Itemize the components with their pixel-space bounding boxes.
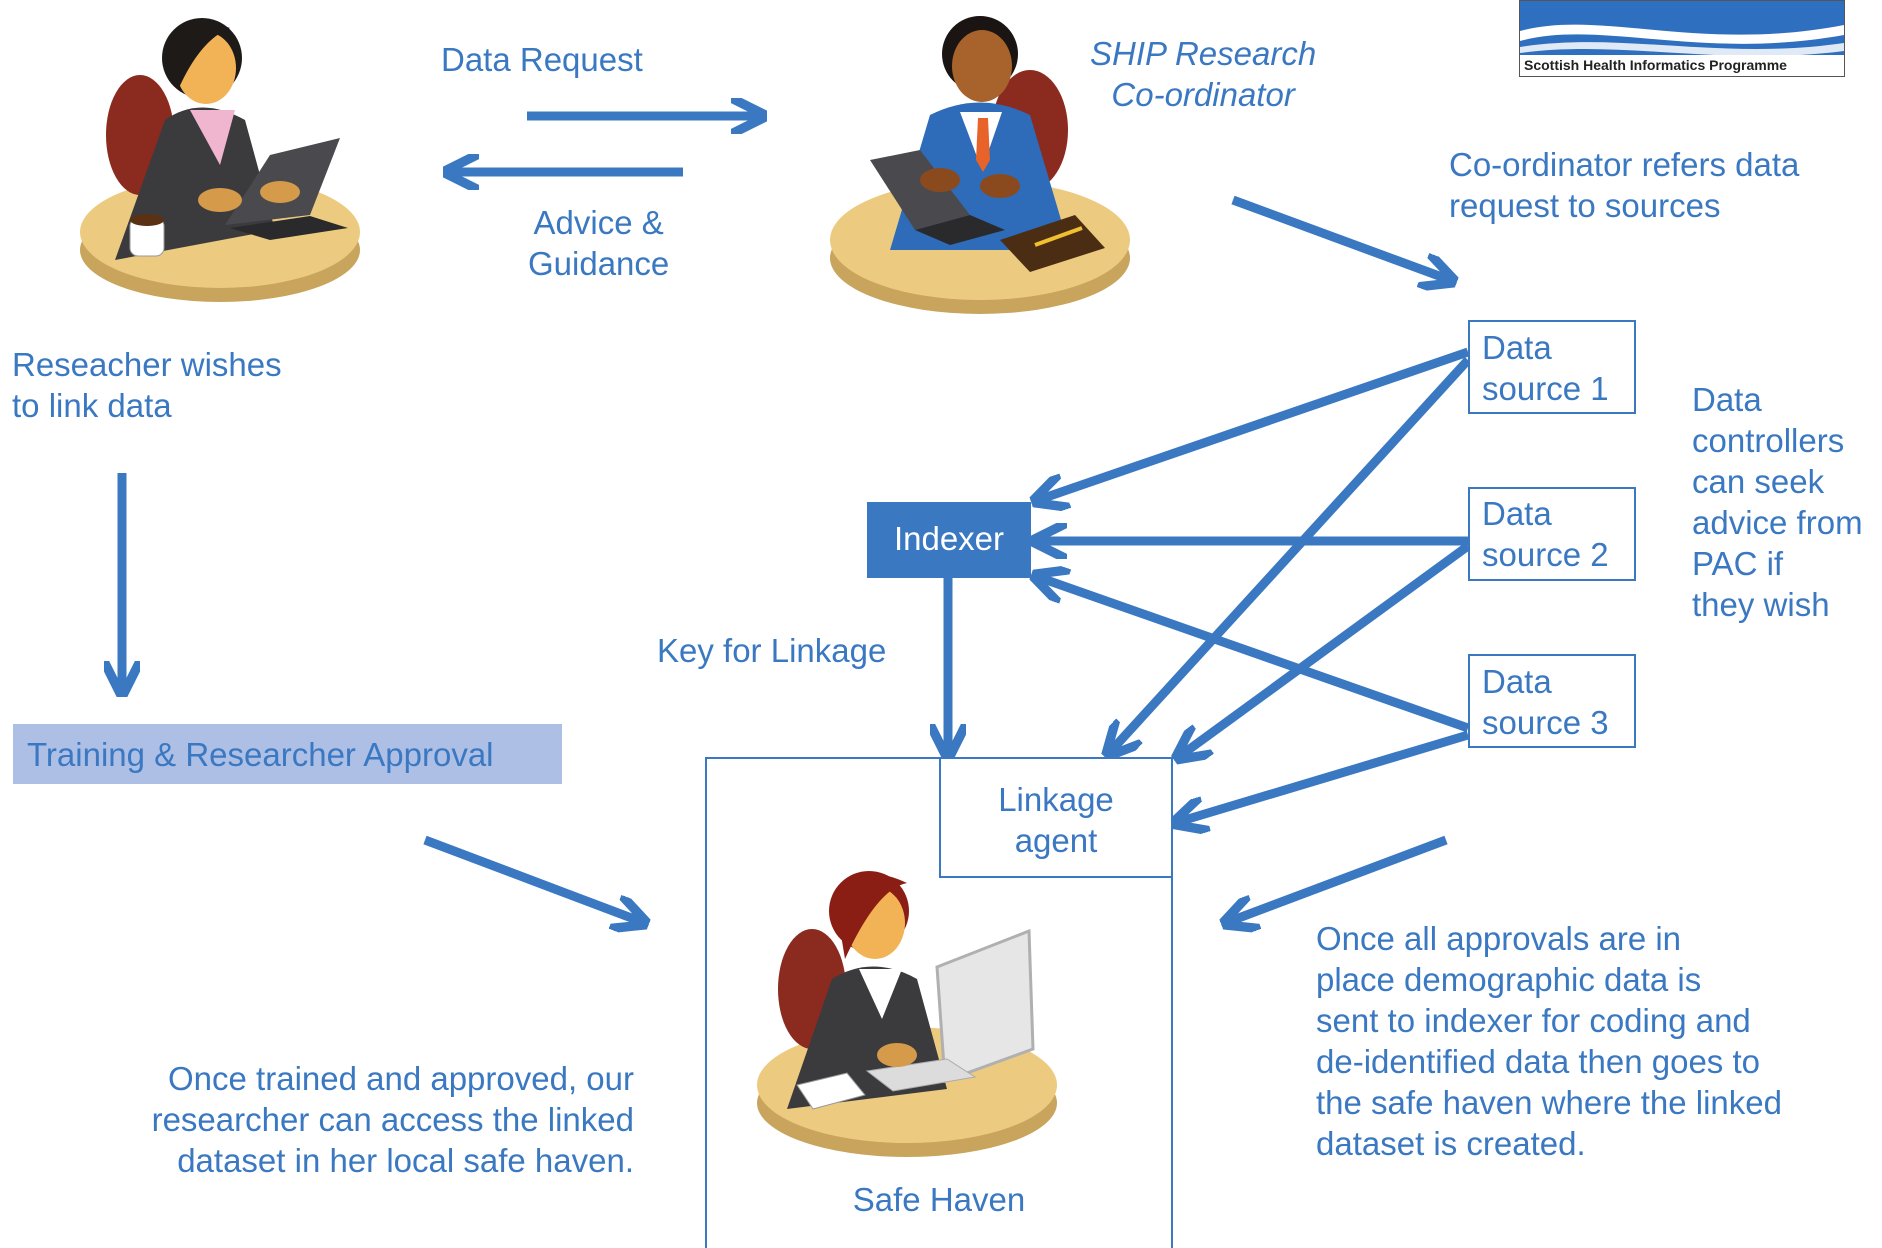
researcher-caption: Reseacher wishes to link data: [12, 346, 282, 424]
researcher-at-desktop-icon: [757, 871, 1057, 1157]
approvals-to-safe-haven-arrow: [1228, 835, 1448, 922]
data-request-label: Data Request: [441, 41, 643, 78]
data-source-2-label: Data source 2: [1482, 495, 1609, 573]
coordinator-at-laptop-icon: [830, 16, 1130, 314]
training-approval-label: Training & Researcher Approval: [27, 736, 494, 773]
ship-logo-banner-icon: [1520, 1, 1844, 55]
pac-note: Data controllers can seek advice from PA…: [1692, 381, 1863, 623]
linkage-agent-label: Linkage agent: [998, 781, 1114, 859]
source1-to-indexer-arrow: [1038, 347, 1470, 500]
data-source-3-box: Data source 3: [1468, 654, 1636, 748]
researcher-at-laptop-icon: [80, 18, 360, 302]
key-for-linkage-label: Key for Linkage: [657, 632, 887, 669]
data-source-2-box: Data source 2: [1468, 487, 1636, 581]
indexer-label: Indexer: [893, 520, 1005, 557]
safe-haven-label: Safe Haven: [852, 1181, 1026, 1218]
advice-guidance-label: Advice & Guidance: [528, 204, 670, 282]
data-source-3-label: Data source 3: [1482, 663, 1609, 741]
ship-logo: Scottish Health Informatics Programme: [1519, 0, 1845, 77]
linkage-agent-box: Linkage agent: [939, 757, 1173, 878]
indexer-node: Indexer: [867, 502, 1031, 578]
coordinator-title: SHIP Research Co-ordinator: [1090, 35, 1317, 113]
once-trained-note: Once trained and approved, our researche…: [151, 1060, 634, 1179]
logo-caption: Scottish Health Informatics Programme: [1524, 57, 1787, 73]
source3-to-indexer-arrow: [1038, 577, 1470, 733]
training-approval-bar: Training & Researcher Approval: [13, 724, 562, 784]
source1-to-linkage-arrow: [1110, 356, 1472, 752]
data-source-1-label: Data source 1: [1482, 329, 1609, 407]
source2-to-linkage-arrow: [1180, 542, 1471, 756]
coordinator-refers-label: Co-ordinator refers data request to sour…: [1449, 146, 1800, 224]
source3-to-linkage-arrow: [1178, 730, 1470, 822]
once-approvals-note: Once all approvals are in place demograp…: [1316, 920, 1782, 1162]
data-source-1-box: Data source 1: [1468, 320, 1636, 414]
to-safe-haven-arrow: [423, 835, 642, 922]
refer-to-sources-arrow: [1231, 195, 1450, 280]
